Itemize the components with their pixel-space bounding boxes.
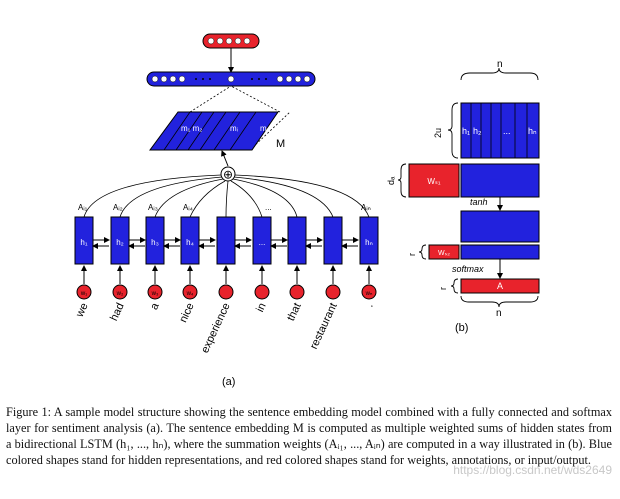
hidden-state-5 (216, 216, 236, 265)
ws1-label: Wₛ₁ (427, 177, 441, 186)
dim-da: dₐ (386, 176, 396, 185)
hidden-state-9 (359, 216, 379, 265)
ws2-product (460, 244, 540, 260)
word-nice: nice (177, 301, 196, 324)
input-label-3: w₃ (151, 291, 159, 297)
ws1-weight (408, 163, 460, 198)
weighted-sum-symbol: ⊕ (223, 168, 233, 182)
hidden-label-dots: ... (259, 238, 266, 247)
matrix-col-label-i: mᵢ (230, 124, 238, 133)
input-word-3 (147, 284, 163, 300)
word-in: in (254, 301, 268, 314)
attention-label-2: Aᵢ₂ (113, 203, 123, 212)
matrix-col-label-r: mᵣ (260, 124, 269, 133)
hidden-label-n: hₙ (365, 238, 373, 247)
dim-r2: r (438, 287, 448, 290)
input-word-9 (361, 284, 377, 300)
hidden-label-1: h₁ (80, 238, 87, 247)
h-col-2: h₂ (473, 126, 482, 136)
word-that: that (285, 301, 304, 323)
h-col-dots: ... (503, 126, 511, 136)
hidden-state-matrix (460, 102, 540, 159)
attention-label-n: Aᵢₙ (361, 203, 371, 212)
panel-b-label: (b) (455, 322, 468, 334)
input-word-5 (218, 284, 234, 300)
caption-text: Figure 1: A sample model structure showi… (6, 405, 612, 467)
ws1-h-product (460, 163, 540, 198)
input-word-1 (76, 284, 92, 300)
panel-b-n-bottom: n (496, 308, 502, 319)
dim-2u: 2u (433, 128, 443, 138)
input-word-2 (112, 284, 128, 300)
attention-label-1: Aᵢ₁ (78, 203, 88, 212)
input-word-4 (182, 284, 198, 300)
figure-diagram: m₁ m₂ mᵢ mᵣ M ⊕ Aᵢ₁ Aᵢ₂ Aᵢ₃ Aᵢ₄ ... Aᵢₙ (73, 33, 540, 388)
hidden-label-2: h₂ (116, 238, 124, 247)
word-experience: experience (199, 301, 233, 355)
softmax-label: softmax (452, 264, 484, 274)
tanh-output (460, 210, 540, 243)
word-we: we (73, 301, 90, 320)
word-period: . (364, 301, 376, 309)
hidden-label-4: h₄ (186, 238, 194, 247)
sentence-embedding-matrix (149, 111, 279, 151)
panel-a-label: (a) (222, 376, 235, 388)
attention-label-dots: ... (265, 203, 272, 212)
lstm-layer (74, 216, 379, 300)
hidden-label-3: h₃ (151, 238, 159, 247)
input-label-1: w₁ (80, 291, 87, 297)
input-label-n: wₙ (365, 291, 373, 297)
dim-r1: r (407, 253, 417, 256)
h-col-n: hₙ (528, 126, 537, 136)
figure-caption: Figure 1: A sample model structure showi… (6, 404, 612, 468)
h-col-1: h₁ (462, 126, 470, 136)
panel-b-n-top: n (497, 59, 503, 70)
ws2-label: Wₛ₂ (438, 250, 450, 257)
input-word-8 (325, 284, 341, 300)
matrix-col-label-1: m₁ m₂ (181, 124, 202, 133)
hidden-state-7 (287, 216, 307, 265)
a-label: A (497, 281, 503, 291)
input-label-4: w₄ (186, 291, 194, 297)
input-word-7 (289, 284, 305, 300)
matrix-label: M (276, 138, 285, 150)
attention-label-4: Aᵢ₄ (183, 203, 193, 212)
ws2-weight (428, 244, 460, 260)
input-word-6 (254, 284, 270, 300)
word-had: had (108, 301, 127, 323)
annotation-matrix-a (460, 278, 540, 294)
hidden-state-8 (323, 216, 343, 265)
attention-label-3: Aᵢ₃ (148, 203, 158, 212)
watermark: https://blog.csdn.net/wds2649 (453, 463, 612, 477)
input-label-2: w₂ (116, 291, 124, 297)
tanh-label: tanh (470, 197, 488, 207)
word-a: a (148, 300, 162, 311)
word-restaurant: restaurant (308, 301, 340, 351)
